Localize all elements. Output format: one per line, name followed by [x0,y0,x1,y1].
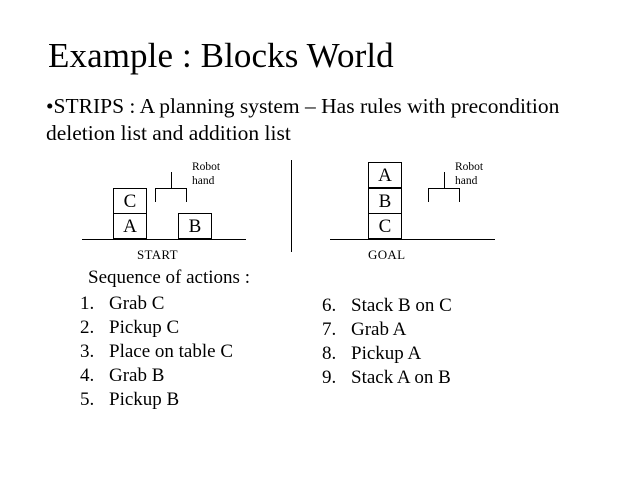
gripper-stem [171,172,172,189]
start-block-c-label: C [123,190,137,212]
goal-block-a: A [368,162,402,188]
list-item: 4. Grab B [80,364,233,388]
start-state-label: START [137,247,178,262]
action-number: 5. [80,389,95,410]
action-number: 4. [80,365,95,386]
gripper-prong-left [155,188,156,202]
action-number: 2. [80,317,95,338]
action-text: Pickup C [109,317,180,338]
start-table-surface [82,239,246,240]
action-number: 3. [80,341,95,362]
action-text: Pickup B [109,389,180,410]
goal-robot-hand-label: Robot hand [455,160,483,188]
diagram-divider [291,160,292,252]
goal-robot-hand-label-line2: hand [455,175,478,187]
action-text: Grab C [109,293,165,314]
goal-block-c-label: C [378,215,392,237]
goal-robot-hand-label-line1: Robot [455,161,484,173]
list-item: 6. Stack B on C [322,294,452,318]
gripper-crossbar [428,188,460,189]
action-number: 6. [322,295,337,316]
list-item: 7. Grab A [322,318,452,342]
action-text: Stack A on B [351,367,451,388]
goal-block-b: B [368,188,402,214]
action-number: 1. [80,293,95,314]
bullet-marker: • [46,94,54,118]
action-text: Pickup A [351,343,422,364]
action-number: 7. [322,319,337,340]
bullet-paragraph: •STRIPS : A planning system – Has rules … [46,93,626,147]
page-title: Example : Blocks World [48,36,394,75]
start-robot-hand-label: Robot hand [192,160,220,188]
start-block-b-label: B [188,215,202,237]
list-item: 2. Pickup C [80,316,233,340]
action-text: Stack B on C [351,295,452,316]
gripper-stem [444,172,445,189]
action-list-right: 6. Stack B on C 7. Grab A 8. Pickup A 9.… [322,294,452,390]
goal-state-label: GOAL [368,247,406,262]
gripper-prong-left [428,188,429,202]
start-block-c: C [113,188,147,214]
action-number: 9. [322,367,337,388]
action-list-left: 1. Grab C 2. Pickup C 3. Place on table … [80,292,233,412]
goal-block-b-label: B [378,190,392,212]
list-item: 9. Stack A on B [322,366,452,390]
start-robot-hand-label-line2: hand [192,175,215,187]
start-robot-hand-label-line1: Robot [192,161,221,173]
list-item: 3. Place on table C [80,340,233,364]
gripper-crossbar [155,188,187,189]
start-block-a-label: A [123,215,137,237]
list-item: 8. Pickup A [322,342,452,366]
action-text: Grab B [109,365,165,386]
list-item: 1. Grab C [80,292,233,316]
goal-block-a-label: A [378,164,392,186]
start-robot-hand-icon [155,172,187,203]
gripper-prong-right [459,188,460,202]
list-item: 5. Pickup B [80,388,233,412]
goal-block-c: C [368,213,402,239]
action-number: 8. [322,343,337,364]
gripper-prong-right [186,188,187,202]
bullet-paragraph-text: STRIPS : A planning system – Has rules w… [46,94,560,145]
actions-heading: Sequence of actions : [88,267,250,288]
start-block-a: A [113,213,147,239]
action-text: Place on table C [109,341,233,362]
start-block-b: B [178,213,212,239]
action-text: Grab A [351,319,407,340]
goal-table-surface [330,239,495,240]
goal-robot-hand-icon [428,172,460,203]
